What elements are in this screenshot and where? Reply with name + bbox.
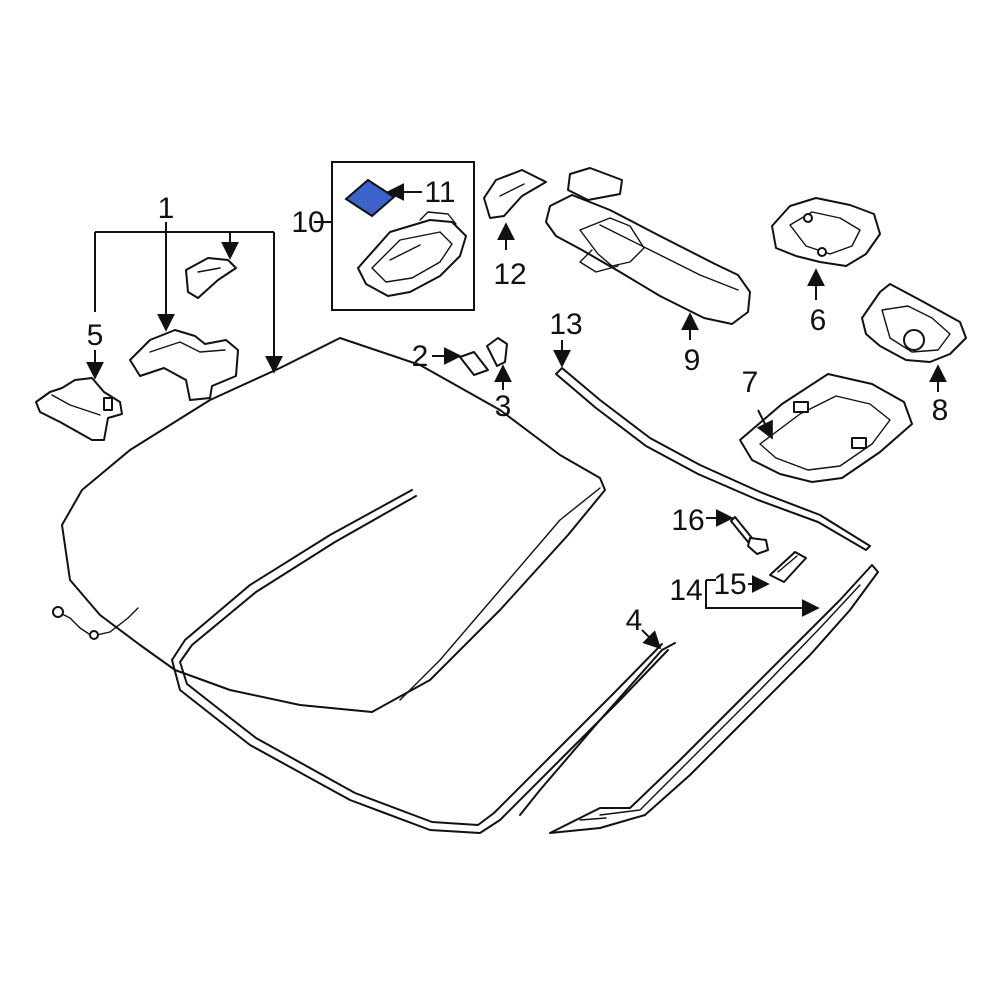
callout-13: 13: [549, 308, 582, 341]
callout-2: 2: [412, 340, 429, 373]
part-14-cowl-trim[interactable]: [549, 564, 879, 834]
part-7-overhead-console[interactable]: [739, 373, 913, 483]
part-12-cover[interactable]: [483, 169, 547, 219]
part-9-rearview-mirror[interactable]: [545, 167, 751, 325]
callout-1: 1: [158, 192, 175, 225]
callout-8: 8: [932, 394, 949, 427]
callout-10: 10: [291, 206, 324, 239]
part-16-bolt[interactable]: [730, 516, 769, 555]
sensor-wire-harness: [52, 606, 139, 640]
callout-15: 15: [713, 568, 746, 601]
part-3-pad[interactable]: [486, 337, 508, 367]
callout-16: 16: [671, 504, 704, 537]
part-1-bracket-assembly[interactable]: [129, 257, 239, 401]
part-11-highlighted-pad[interactable]: [344, 178, 396, 218]
callout-4: 4: [626, 604, 643, 637]
part-10-sensor-module[interactable]: [357, 211, 467, 297]
callout-12: 12: [493, 258, 526, 291]
callout-3: 3: [495, 390, 512, 423]
callout-9: 9: [684, 344, 701, 377]
windshield-glass[interactable]: [61, 337, 606, 713]
part-15-clip[interactable]: [769, 551, 807, 583]
windshield-seal-loop[interactable]: [171, 489, 669, 834]
part-2-pad[interactable]: [459, 351, 489, 376]
part-4-side-moulding[interactable]: [519, 642, 676, 816]
part-8-bracket[interactable]: [861, 283, 967, 363]
callout-14: 14: [669, 574, 702, 607]
callout-6: 6: [810, 304, 827, 337]
parts-10-11-group-box: [331, 161, 475, 311]
callout-5: 5: [87, 319, 104, 352]
leader-lines: [86, 183, 947, 650]
part-6-bracket[interactable]: [771, 197, 881, 267]
callout-7: 7: [742, 366, 759, 399]
part-13-upper-moulding[interactable]: [555, 367, 871, 551]
part-5-sensor-housing[interactable]: [35, 377, 123, 441]
callout-labels: 1 2 3 4 5 6 7 8 9 10 11 12 13 14 15 16: [87, 176, 949, 637]
callout-11: 11: [424, 176, 455, 209]
